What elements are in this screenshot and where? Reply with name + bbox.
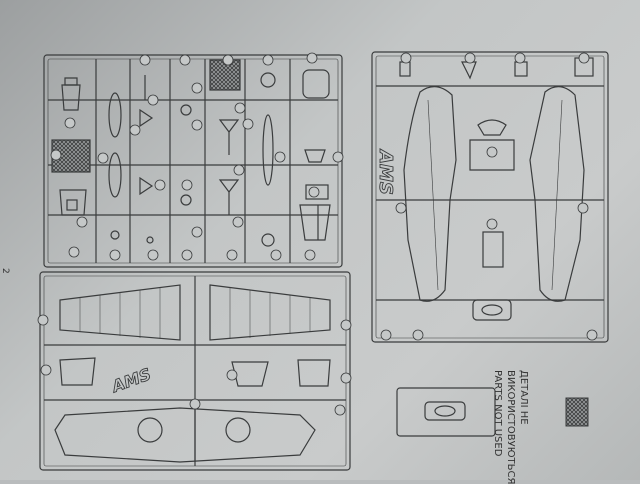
sprue-c-logo: AMS — [108, 365, 154, 397]
page-number: 2 — [0, 268, 10, 274]
legend: ДЕТАЛІ НЕ ВИКОРИСТОВУЮТЬСЯ PARTS NOT USE… — [491, 370, 530, 484]
unused-parts-box — [396, 387, 496, 437]
sprue-a — [43, 52, 344, 268]
legend-line-2: ВИКОРИСТОВУЮТЬСЯ — [505, 370, 516, 484]
legend-swatch — [565, 397, 589, 427]
sprue-c — [37, 271, 352, 471]
sprue-b-logo: AMS — [375, 148, 396, 195]
legend-line-1: ДЕТАЛІ НЕ — [518, 370, 529, 425]
sprue-b — [371, 51, 609, 343]
legend-line-3: PARTS NOT USED — [492, 370, 503, 457]
